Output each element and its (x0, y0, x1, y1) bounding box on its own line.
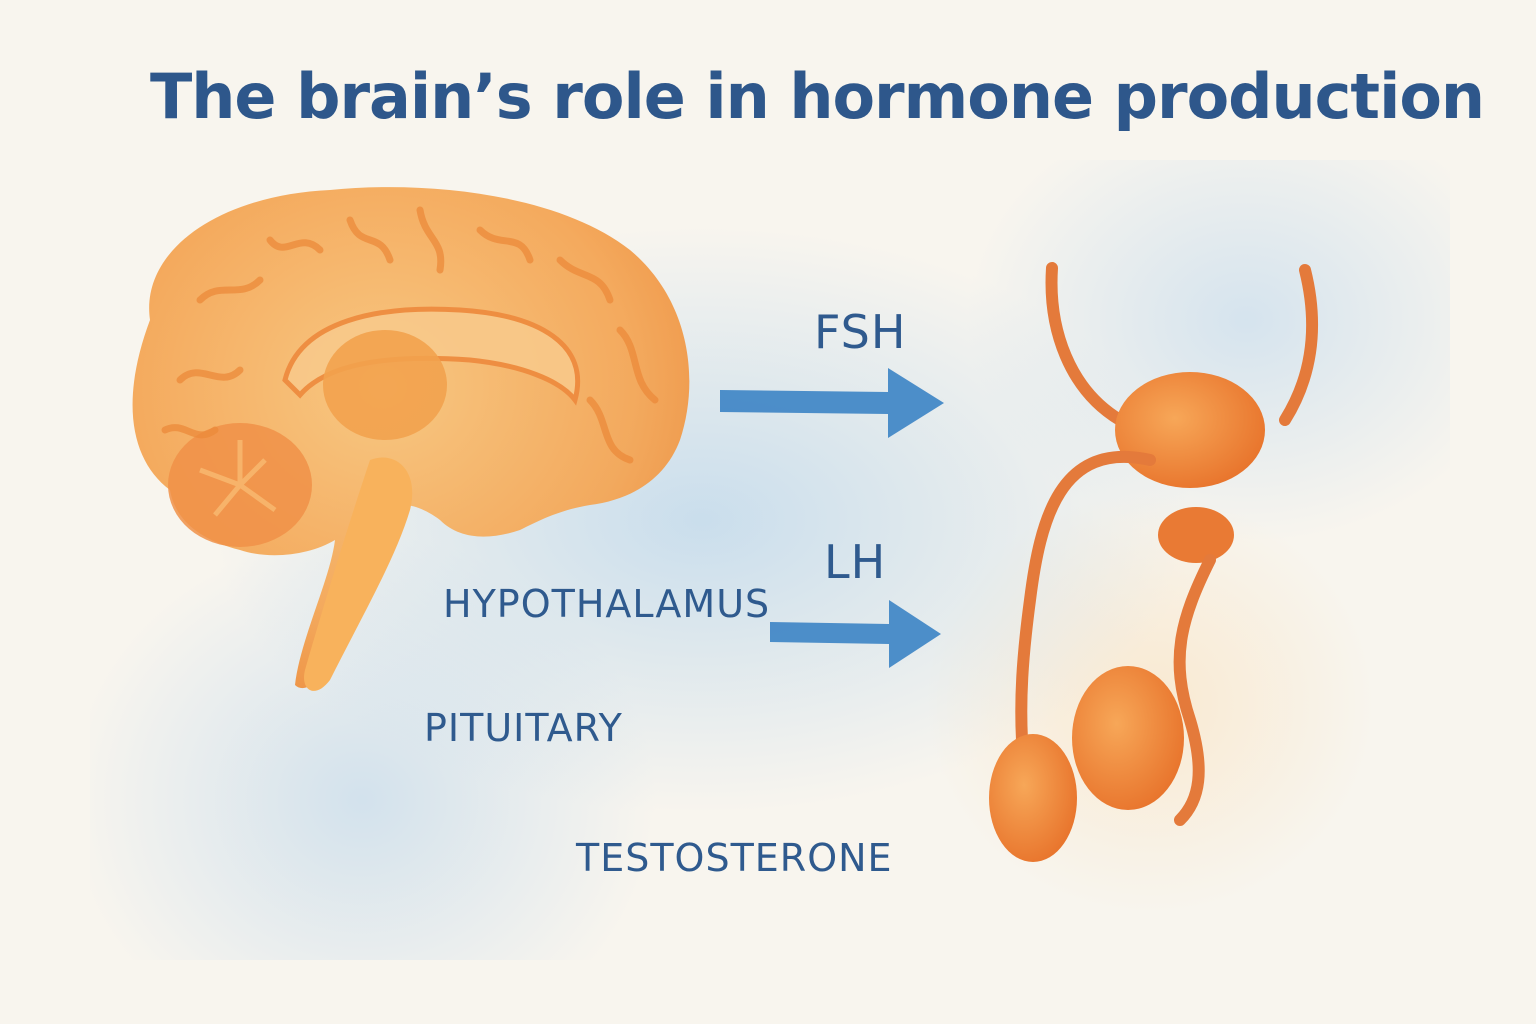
fsh-label: FSH (814, 305, 907, 359)
lh-arrow (770, 600, 941, 668)
page-title: The brain’s role in hormone production (150, 60, 1485, 133)
hypothalamus-label: HYPOTHALAMUS (443, 582, 771, 626)
pituitary-label: PITUITARY (424, 706, 623, 750)
reproductive-organs-illustration (989, 262, 1319, 862)
brain-illustration (132, 187, 690, 691)
lh-label: LH (824, 535, 887, 589)
testosterone-label: TESTOSTERONE (576, 836, 893, 880)
fsh-arrow (720, 368, 944, 438)
